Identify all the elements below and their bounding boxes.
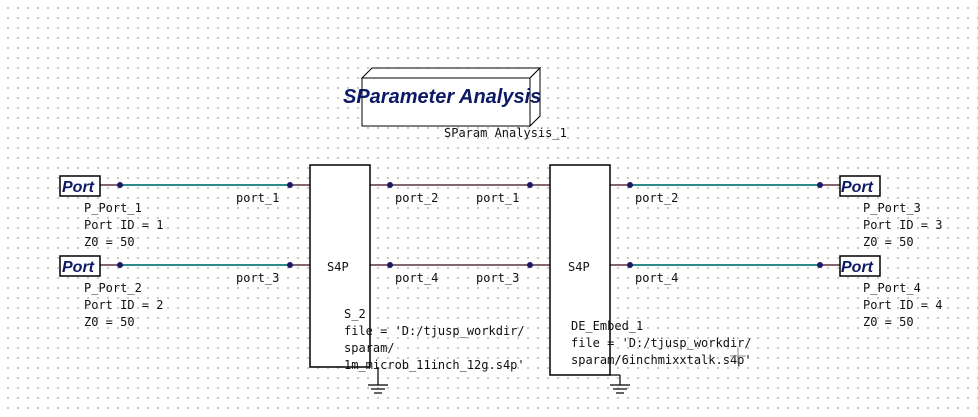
de-instance-name: DE_Embed_1 <box>571 319 643 333</box>
analysis-title: SParameter Analysis <box>343 86 541 108</box>
s2-pin-port-3: port_3 <box>236 271 279 285</box>
sparameter-analysis-symbol[interactable]: SParameter Analysis <box>343 66 541 128</box>
s4p-block-de-embed-type: S4P <box>568 260 590 274</box>
de-file-line-2: sparam/6inchmixxtalk.s4p' <box>571 353 752 367</box>
port-3-symbol[interactable]: Port <box>839 175 881 197</box>
port-4-symbol[interactable]: Port <box>839 255 881 277</box>
port-1-symbol-label: Port <box>62 179 95 196</box>
port-2-symbol-label: Port <box>62 259 95 276</box>
wires <box>100 184 840 266</box>
s4p-block-de-embed[interactable]: S4P <box>549 164 611 376</box>
s2-pin-port-1: port_1 <box>236 191 279 205</box>
port-2-symbol[interactable]: Port <box>59 255 101 277</box>
port-3-z0: Z0 = 50 <box>863 235 914 249</box>
pin-dots <box>117 182 823 268</box>
pin-dot <box>527 262 533 268</box>
s4p-block-s2[interactable]: S4P <box>309 164 371 368</box>
s2-file-line-3: 1m_microb_11inch_12g.s4p' <box>344 358 525 372</box>
de-file-line-1: file = 'D:/tjusp_workdir/ <box>571 336 752 350</box>
port-1-name: P_Port_1 <box>84 201 142 215</box>
port-1-z0: Z0 = 50 <box>84 235 135 249</box>
pin-dot <box>817 262 823 268</box>
analysis-instance-name: SParam Analysis_1 <box>444 126 567 140</box>
de-pin-port-1: port_1 <box>476 191 519 205</box>
cursor-crosshair-icon <box>730 348 746 364</box>
port-2-name: P_Port_2 <box>84 281 142 295</box>
pin-dot <box>117 182 123 188</box>
port-4-id: Port ID = 4 <box>863 298 942 312</box>
s2-pin-port-4: port_4 <box>395 271 438 285</box>
de-pin-port-2: port_2 <box>635 191 678 205</box>
pin-dot <box>387 182 393 188</box>
port-3-symbol-label: Port <box>841 179 874 196</box>
pin-dot <box>287 262 293 268</box>
pin-dot <box>387 262 393 268</box>
pin-dot <box>627 182 633 188</box>
pin-dot <box>817 182 823 188</box>
s2-instance-name: S_2 <box>344 307 366 321</box>
s2-file-line-1: file = 'D:/tjusp_workdir/ <box>344 324 525 338</box>
port-3-name: P_Port_3 <box>863 201 921 215</box>
de-pin-port-3: port_3 <box>476 271 519 285</box>
ground-icon <box>368 367 388 394</box>
port-3-id: Port ID = 3 <box>863 218 942 232</box>
s4p-block-s2-type: S4P <box>327 260 349 274</box>
s2-pin-port-2: port_2 <box>395 191 438 205</box>
pin-dot <box>627 262 633 268</box>
port-4-symbol-label: Port <box>841 259 874 276</box>
port-2-id: Port ID = 2 <box>84 298 163 312</box>
de-pin-port-4: port_4 <box>635 271 678 285</box>
port-1-symbol[interactable]: Port <box>59 175 101 197</box>
port-4-z0: Z0 = 50 <box>863 315 914 329</box>
pin-dot <box>527 182 533 188</box>
ground-icon <box>610 374 630 394</box>
pin-dot <box>117 262 123 268</box>
port-1-id: Port ID = 1 <box>84 218 163 232</box>
port-2-z0: Z0 = 50 <box>84 315 135 329</box>
port-4-name: P_Port_4 <box>863 281 921 295</box>
s2-file-line-2: sparam/ <box>344 341 395 355</box>
pin-dot <box>287 182 293 188</box>
